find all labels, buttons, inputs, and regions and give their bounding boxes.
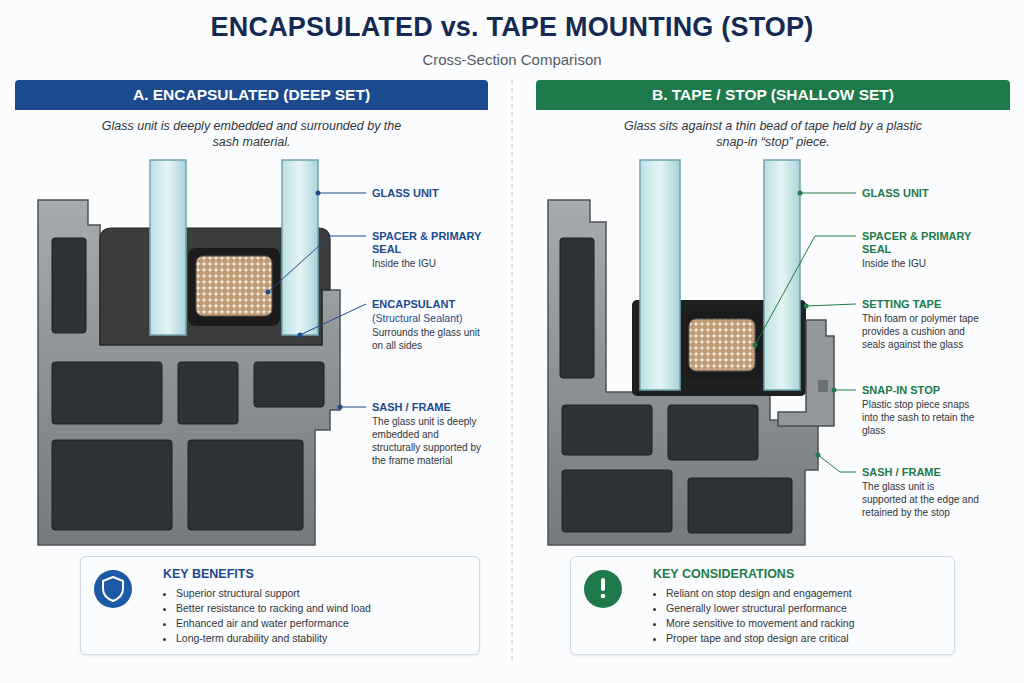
shield-shape <box>103 577 123 601</box>
glass-pane <box>640 160 680 390</box>
panel-description: Glass unit is deeply embedded and surrou… <box>92 118 412 150</box>
stop-hook <box>818 380 828 392</box>
key-heading: KEY CONSIDERATIONS <box>653 566 944 582</box>
primary-seal <box>188 248 280 326</box>
frame-chamber <box>254 362 324 407</box>
exclamation-bar <box>601 578 605 591</box>
frame-chamber <box>52 238 86 333</box>
frame-chamber <box>188 440 303 530</box>
primary-seal <box>682 312 762 378</box>
leader-lines <box>755 193 856 472</box>
callout-label: The glass unit is supported at the edge … <box>862 480 980 519</box>
spacer-desiccant <box>196 256 272 316</box>
callout-label: Surrounds the glass unit on all sides <box>372 326 484 352</box>
leader-dot <box>753 343 758 348</box>
frame-chamber <box>52 440 172 530</box>
leader-dots <box>753 191 837 458</box>
leader-dot <box>338 405 343 410</box>
glass-pane <box>282 160 318 335</box>
leader-lines <box>268 193 366 407</box>
diagram-title: ENCAPSULATED vs. TAPE MOUNTING (STOP) <box>211 12 814 43</box>
frame-chamber <box>178 362 238 424</box>
exclamation-dot <box>601 594 606 599</box>
icon-circle <box>584 570 622 608</box>
glass-pane <box>764 160 800 390</box>
leader-line <box>818 455 856 472</box>
comparison-panel: A. ENCAPSULATED (DEEP SET) Glass unit is … <box>15 80 488 660</box>
callout-label: GLASS UNIT <box>372 187 484 200</box>
leader-line <box>318 193 366 194</box>
divider-line <box>511 80 512 665</box>
leader-dot <box>298 333 303 338</box>
glass-pane <box>150 160 186 335</box>
key-bullet: Enhanced air and water performance <box>176 616 469 631</box>
leader-line <box>755 236 856 345</box>
callout-label: ENCAPSULANT <box>372 298 484 311</box>
callout-label: Thin foam or polymer tape provides a cus… <box>862 312 980 351</box>
frame-chamber <box>562 405 652 455</box>
key-box: KEY CONSIDERATIONS Reliant on stop design… <box>570 556 955 655</box>
shield-icon <box>94 570 132 608</box>
key-bullet: Superior structural support <box>176 586 469 601</box>
panel-description: Glass sits against a thin bead of tape h… <box>613 118 933 150</box>
leader-line <box>834 390 856 391</box>
key-bullet: Long-term durability and stability <box>176 631 469 646</box>
leader-line <box>340 407 366 408</box>
callout-label: SNAP-IN STOP <box>862 384 980 397</box>
callout-label: SPACER & PRIMARY SEAL <box>372 230 484 256</box>
tape-stop-section <box>548 160 834 545</box>
frame-chamber <box>668 405 758 460</box>
key-heading: KEY BENEFITS <box>163 566 469 582</box>
key-bullet: Generally lower structural performance <box>666 601 944 616</box>
warning-icon <box>584 570 622 608</box>
callout-label: Inside the IGU <box>372 257 484 270</box>
bullet-list: Superior structural supportBetter resist… <box>163 586 469 646</box>
callout-label: SPACER & PRIMARY SEAL <box>862 230 980 256</box>
icon-circle <box>94 570 132 608</box>
key-box: KEY BENEFITS Superior structural supportB… <box>80 556 480 655</box>
spacer-desiccant <box>689 319 755 371</box>
callout-label: GLASS UNIT <box>862 187 980 200</box>
key-bullet: Better resistance to racking and wind lo… <box>176 601 469 616</box>
callout-label: Plastic stop piece snaps into the sash t… <box>862 398 980 437</box>
leader-line <box>806 304 856 306</box>
key-bullet: More sensitive to movement and racking <box>666 616 944 631</box>
diagram-subtitle: Cross-Section Comparison <box>422 51 601 68</box>
frame-chamber <box>688 478 792 533</box>
key-bullet: Proper tape and stop design are critical <box>666 631 944 646</box>
leader-dot <box>798 191 803 196</box>
callout-label: The glass unit is deeply embedded and st… <box>372 415 484 467</box>
leader-dot <box>316 191 321 196</box>
encapsulated-section <box>38 160 340 545</box>
frame-chamber <box>560 238 594 378</box>
panel-header: B. TAPE / STOP (SHALLOW SET) <box>536 80 1010 110</box>
leader-line <box>300 304 366 335</box>
panel-header: A. ENCAPSULATED (DEEP SET) <box>15 80 488 110</box>
bullet-list: Reliant on stop design and engagementGen… <box>653 586 944 646</box>
leader-dot <box>804 304 809 309</box>
leader-dots <box>266 191 343 410</box>
leader-line <box>268 236 366 292</box>
leader-dot <box>266 290 271 295</box>
callout-label: SASH / FRAME <box>372 401 484 414</box>
leader-dot <box>816 453 821 458</box>
callout-label: SETTING TAPE <box>862 298 980 311</box>
leader-dot <box>832 388 837 393</box>
key-bullet: Reliant on stop design and engagement <box>666 586 944 601</box>
frame-chamber <box>562 470 672 532</box>
frame-chamber <box>52 362 162 424</box>
leader-line <box>800 193 856 194</box>
callout-label: Inside the IGU <box>862 257 980 270</box>
callout-label: (Structural Sealant) <box>372 312 484 325</box>
comparison-panel: B. TAPE / STOP (SHALLOW SET) Glass sits a… <box>536 80 1010 660</box>
callout-label: SASH / FRAME <box>862 466 980 479</box>
